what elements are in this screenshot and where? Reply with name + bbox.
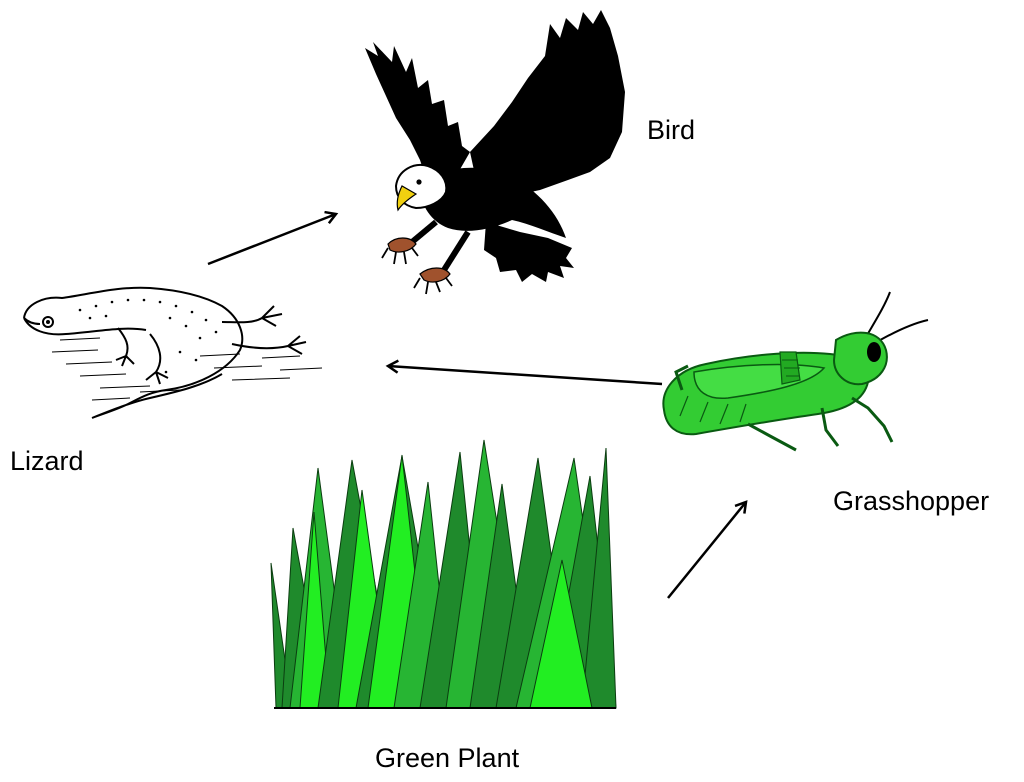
grasshopper-label: Grasshopper bbox=[833, 486, 989, 517]
green-plant-label: Green Plant bbox=[375, 743, 519, 774]
eagle-icon bbox=[365, 10, 625, 294]
grasshopper-icon bbox=[663, 292, 928, 450]
arrow-plant-to-grasshopper bbox=[668, 502, 746, 598]
bird-label: Bird bbox=[647, 115, 695, 146]
grass-icon bbox=[271, 440, 616, 708]
arrow-grasshopper-to-lizard bbox=[388, 366, 662, 384]
arrow-lizard-to-bird bbox=[208, 214, 336, 264]
lizard-label: Lizard bbox=[10, 446, 84, 477]
lizard-icon bbox=[24, 288, 322, 418]
